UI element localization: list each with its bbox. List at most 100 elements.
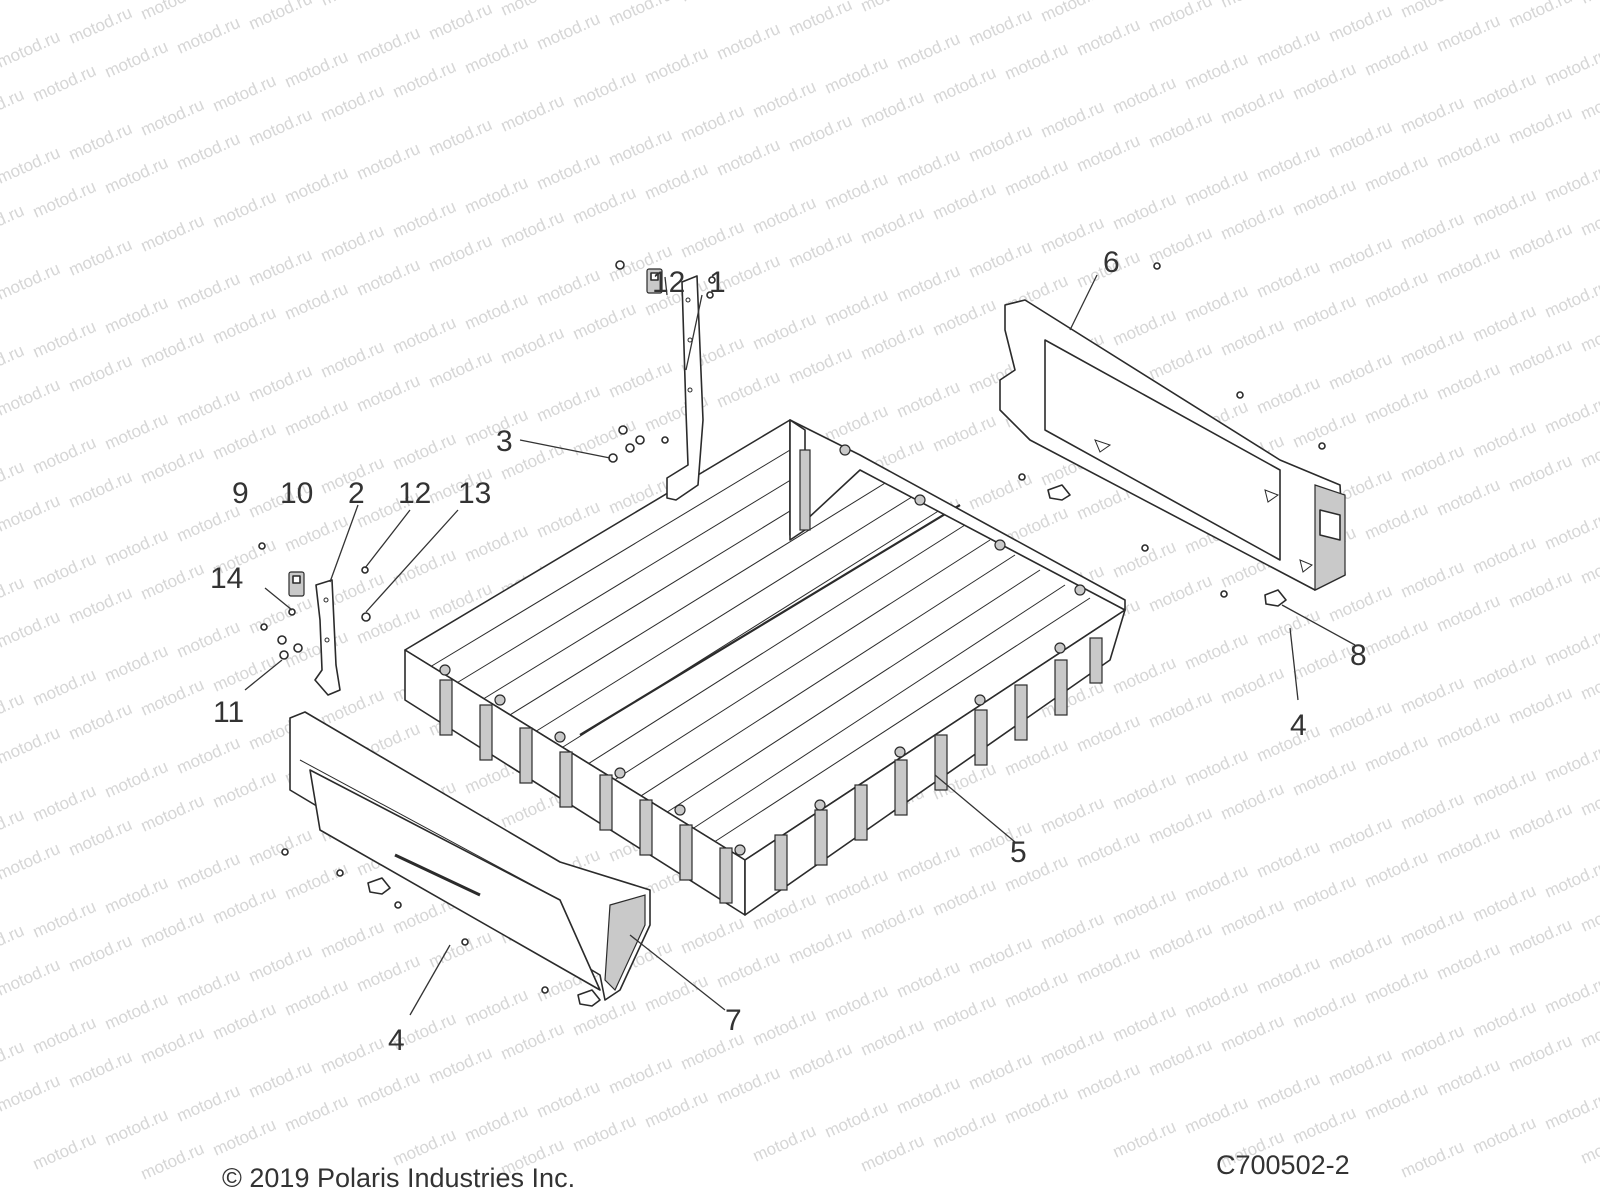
watermark-text: motod.ru bbox=[426, 115, 495, 160]
watermark-text: motod.ru bbox=[0, 955, 63, 1000]
watermark-text: motod.ru bbox=[1578, 79, 1600, 124]
callout-13: 13 bbox=[458, 477, 491, 510]
watermark-text: motod.ru bbox=[1398, 673, 1467, 718]
watermark-text: motod.ru bbox=[390, 313, 459, 358]
watermark-text: motod.ru bbox=[1434, 1055, 1503, 1100]
watermark-text: motod.ru bbox=[1326, 813, 1395, 858]
callout-14: 14 bbox=[210, 562, 243, 595]
watermark-text: motod.ru bbox=[786, 0, 855, 40]
watermark-text: motod.ru bbox=[930, 179, 999, 224]
watermark-text: motod.ru bbox=[786, 923, 855, 968]
watermark-text: motod.ru bbox=[1218, 0, 1287, 12]
watermark-text: motod.ru bbox=[1254, 257, 1323, 302]
callout-1: 1 bbox=[709, 266, 726, 299]
watermark-text: motod.ru bbox=[1362, 151, 1431, 196]
watermark-text: motod.ru bbox=[1218, 83, 1287, 128]
rib-row-front bbox=[439, 679, 733, 904]
watermark-text: motod.ru bbox=[390, 429, 459, 474]
watermark-text: motod.ru bbox=[138, 211, 207, 256]
watermark-text: motod.ru bbox=[786, 111, 855, 156]
watermark-text: motod.ru bbox=[534, 9, 603, 54]
watermark-text: motod.ru bbox=[66, 699, 135, 744]
watermark-text: motod.ru bbox=[750, 193, 819, 238]
watermark-text: motod.ru bbox=[462, 289, 531, 334]
watermark-text: motod.ru bbox=[246, 941, 315, 986]
watermark-text: motod.ru bbox=[1182, 977, 1251, 1022]
watermark-text: motod.ru bbox=[0, 341, 27, 386]
watermark-text: motod.ru bbox=[1110, 305, 1179, 350]
watermark-text: motod.ru bbox=[210, 187, 279, 232]
watermark-text: motod.ru bbox=[678, 101, 747, 146]
watermark-text: motod.ru bbox=[1542, 741, 1600, 786]
watermark-text: motod.ru bbox=[678, 0, 747, 6]
watermark-text: motod.ru bbox=[1578, 891, 1600, 936]
watermark-text: motod.ru bbox=[606, 357, 675, 402]
watermark-text: motod.ru bbox=[894, 377, 963, 422]
watermark-text: motod.ru bbox=[0, 201, 27, 246]
watermark-text: motod.ru bbox=[894, 29, 963, 74]
watermark-text: motod.ru bbox=[1290, 1103, 1359, 1148]
watermark-text: motod.ru bbox=[1578, 659, 1600, 704]
watermark-text: motod.ru bbox=[1290, 755, 1359, 800]
watermark-text: motod.ru bbox=[1398, 93, 1467, 138]
watermark-text: motod.ru bbox=[1146, 1035, 1215, 1080]
watermark-text: motod.ru bbox=[30, 1013, 99, 1058]
callout-4-right: 4 bbox=[1290, 709, 1307, 742]
watermark-text: motod.ru bbox=[102, 1105, 171, 1150]
watermark-text: motod.ru bbox=[0, 375, 63, 420]
watermark-text: motod.ru bbox=[606, 1053, 675, 1098]
watermark-text: motod.ru bbox=[822, 53, 891, 98]
watermark-text: motod.ru bbox=[174, 849, 243, 894]
watermark-text: motod.ru bbox=[102, 153, 171, 198]
watermark-text: motod.ru bbox=[498, 91, 567, 136]
watermark-text: motod.ru bbox=[30, 177, 99, 222]
watermark-text: motod.ru bbox=[1002, 1083, 1071, 1128]
watermark-text: motod.ru bbox=[570, 299, 639, 344]
watermark-text: motod.ru bbox=[1326, 233, 1395, 278]
callout-12-top: 12 bbox=[652, 266, 685, 299]
watermark-text: motod.ru bbox=[0, 805, 27, 850]
watermark-text: motod.ru bbox=[1362, 615, 1431, 660]
watermark-text: motod.ru bbox=[210, 883, 279, 928]
watermark-text: motod.ru bbox=[0, 259, 63, 304]
watermark-text: motod.ru bbox=[966, 933, 1035, 978]
watermark-text: motod.ru bbox=[1038, 0, 1107, 26]
watermark-text: motod.ru bbox=[282, 1091, 351, 1136]
watermark-text: motod.ru bbox=[642, 43, 711, 88]
watermark-text: motod.ru bbox=[246, 361, 315, 406]
watermark-text: motod.ru bbox=[1434, 939, 1503, 984]
watermark-text: motod.ru bbox=[858, 87, 927, 132]
latch-blocks bbox=[288, 268, 663, 597]
watermark-text: motod.ru bbox=[1542, 857, 1600, 902]
watermark-text: motod.ru bbox=[102, 641, 171, 686]
watermark-text: motod.ru bbox=[1398, 0, 1467, 22]
watermark-text: motod.ru bbox=[714, 19, 783, 64]
watermark-text: motod.ru bbox=[1254, 141, 1323, 186]
watermark-text: motod.ru bbox=[1434, 243, 1503, 288]
watermark-text: motod.ru bbox=[498, 0, 567, 20]
watermark-text: motod.ru bbox=[354, 371, 423, 416]
callout-7: 7 bbox=[725, 1004, 742, 1037]
watermark-text: motod.ru bbox=[1218, 895, 1287, 940]
watermark-text: motod.ru bbox=[1182, 281, 1251, 326]
watermark-text: motod.ru bbox=[138, 1139, 207, 1184]
watermark-text: motod.ru bbox=[966, 121, 1035, 166]
watermark-text: motod.ru bbox=[0, 143, 63, 188]
callout-4-bottom: 4 bbox=[388, 1024, 405, 1057]
watermark-text: motod.ru bbox=[354, 139, 423, 184]
watermark-text: motod.ru bbox=[1470, 1113, 1539, 1158]
callout-10: 10 bbox=[280, 477, 313, 510]
watermark-text: motod.ru bbox=[714, 367, 783, 412]
watermark-text: motod.ru bbox=[30, 549, 99, 594]
watermark-text: motod.ru bbox=[66, 351, 135, 396]
watermark-text: motod.ru bbox=[1434, 475, 1503, 520]
watermark-text: motod.ru bbox=[1470, 69, 1539, 114]
watermark-text: motod.ru bbox=[1542, 393, 1600, 438]
watermark-text: motod.ru bbox=[1002, 967, 1071, 1012]
watermark-text: motod.ru bbox=[1434, 11, 1503, 56]
watermark-text: motod.ru bbox=[570, 183, 639, 228]
watermark-text: motod.ru bbox=[1218, 663, 1287, 708]
watermark-text: motod.ru bbox=[102, 293, 171, 338]
leader-lines bbox=[244, 274, 1356, 1016]
watermark-text: motod.ru bbox=[1506, 335, 1575, 380]
